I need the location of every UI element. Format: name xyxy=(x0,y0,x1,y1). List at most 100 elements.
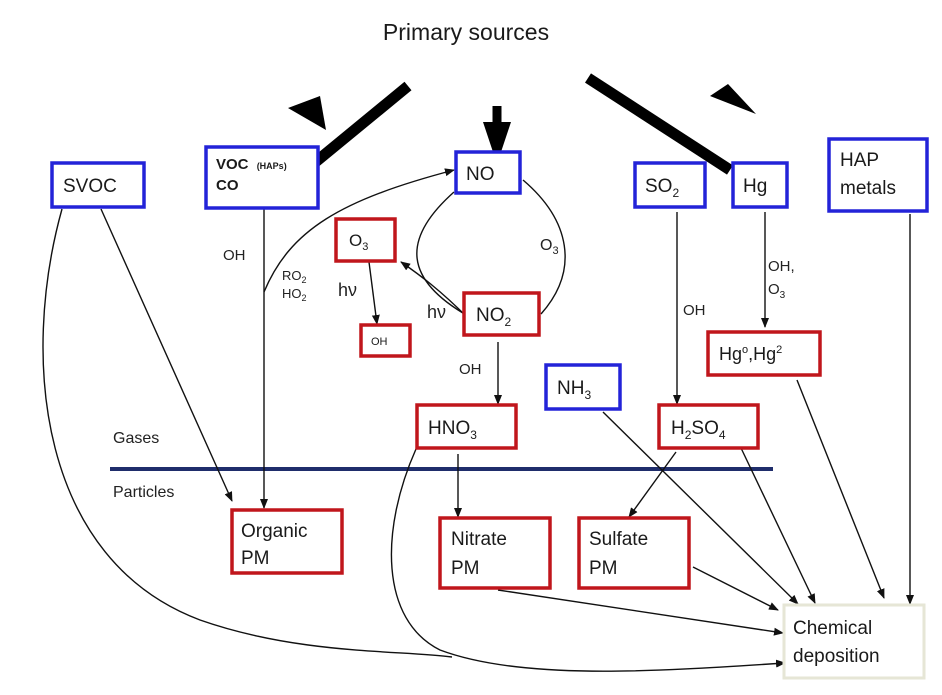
ho2-main: HO xyxy=(282,286,302,301)
label-ho2: HO2 xyxy=(282,286,307,303)
node-nh3[interactable]: NH3 xyxy=(544,363,622,411)
edge-no2-o3 xyxy=(400,261,469,319)
o3-main: O xyxy=(349,231,362,250)
ho2-sub: 2 xyxy=(302,293,307,303)
node-chemical-label: Chemical xyxy=(793,618,872,639)
node-metals-label: metals xyxy=(840,178,896,199)
node-o3[interactable]: O3 xyxy=(334,217,397,263)
nh3-main: NH xyxy=(557,378,584,399)
edge-nitratepm-deposition xyxy=(497,589,784,636)
label-hg-oh: OH, xyxy=(768,258,795,275)
node-sulfate-label: Sulfate xyxy=(589,529,648,550)
node-h2so4-label: H2SO4 xyxy=(671,418,726,442)
big-arrow-left-head xyxy=(288,96,326,130)
edge-svoc-organicpm xyxy=(100,208,233,502)
edge-no2-no-right xyxy=(522,179,566,315)
edge-hgspecies-deposition xyxy=(796,379,885,599)
label-hg-o3: O3 xyxy=(768,281,786,301)
hg-o3-main: O xyxy=(768,281,780,298)
haps-text: (HAPs) xyxy=(257,161,287,171)
big-arrow-right-head xyxy=(710,84,756,114)
node-so2-label: SO2 xyxy=(645,176,679,200)
node-oh-label: OH xyxy=(371,336,388,348)
no2-sub: 2 xyxy=(505,315,512,329)
node-deposition-label: deposition xyxy=(793,646,880,667)
hg2-sup: 2 xyxy=(776,344,782,356)
node-organic-pm-label: PM xyxy=(241,548,270,569)
node-oh[interactable]: OH xyxy=(359,323,412,358)
node-so2[interactable]: SO2 xyxy=(633,161,707,209)
node-no2[interactable]: NO2 xyxy=(462,291,541,337)
h2so4-so: SO xyxy=(691,418,718,439)
no-o3-main: O xyxy=(540,237,552,254)
node-voc-label: VOC (HAPs) xyxy=(216,156,287,173)
big-arrow-right xyxy=(585,73,733,175)
edge-nh3-deposition xyxy=(602,411,799,605)
ro2-sub: 2 xyxy=(302,275,307,285)
node-sulfate-pm-label: PM xyxy=(589,558,618,579)
big-arrow-center-head xyxy=(483,122,511,164)
edge-svoc-deposition xyxy=(42,208,453,658)
node-organic-pm[interactable]: Organic PM xyxy=(230,508,344,575)
node-hg-species[interactable]: Hgo,Hg2 xyxy=(706,330,822,377)
hg2-text: Hg xyxy=(753,344,776,364)
nh3-sub: 3 xyxy=(584,388,591,402)
hno3-main: HNO xyxy=(428,418,470,439)
label-no2-hv: hν xyxy=(427,302,446,322)
edge-hno3-deposition xyxy=(390,448,786,672)
h2so4-h: H xyxy=(671,418,685,439)
edge-no-no2-left xyxy=(416,191,469,317)
edge-sulfatepm-deposition xyxy=(692,566,779,611)
node-voc-co[interactable]: VOC (HAPs) CO xyxy=(204,145,320,210)
node-sulfate-pm[interactable]: Sulfate PM xyxy=(577,516,691,590)
label-o3-hv: hν xyxy=(338,280,357,300)
no2-main: NO xyxy=(476,305,505,326)
connectors xyxy=(42,168,914,672)
node-hg-label: Hg xyxy=(743,176,767,197)
label-voc-oh: OH xyxy=(223,247,246,264)
ro2-main: RO xyxy=(282,268,302,283)
label-no2-oh: OH xyxy=(459,361,482,378)
hg0-text: Hg xyxy=(719,344,742,364)
nodes: SVOC VOC (HAPs) CO NO O3 OH xyxy=(50,137,929,680)
node-hg-species-label: Hgo,Hg2 xyxy=(719,344,782,364)
hno3-sub: 3 xyxy=(470,428,477,442)
label-so2-oh: OH xyxy=(683,302,706,319)
node-hno3[interactable]: HNO3 xyxy=(415,403,518,450)
so2-main: SO xyxy=(645,176,672,197)
hg0-sup: o xyxy=(742,344,748,356)
node-co-label: CO xyxy=(216,177,239,194)
node-hap-metals[interactable]: HAP metals xyxy=(827,137,929,213)
node-nitrate-pm[interactable]: Nitrate PM xyxy=(438,516,552,590)
hg-o3-sub: 3 xyxy=(780,290,786,301)
node-o3-label: O3 xyxy=(349,231,368,253)
edge-h2so4-sulfatepm xyxy=(628,451,677,518)
edge-o3-oh xyxy=(368,261,380,325)
node-no[interactable]: NO xyxy=(454,150,522,195)
node-svoc[interactable]: SVOC xyxy=(50,161,146,209)
label-ro2: RO2 xyxy=(282,268,307,285)
edge-h2so4-deposition xyxy=(740,447,816,604)
edge-labels: OH RO2 HO2 O3 hν hν OH OH OH, O3 xyxy=(223,237,795,378)
no-o3-sub: 3 xyxy=(552,245,558,257)
so2-sub: 2 xyxy=(672,186,679,200)
h2so4-sub2: 2 xyxy=(685,428,692,442)
node-svoc-label: SVOC xyxy=(63,176,117,197)
node-h2so4[interactable]: H2SO4 xyxy=(657,403,760,450)
node-chemical-deposition[interactable]: Chemical deposition xyxy=(782,603,926,680)
node-no-label: NO xyxy=(466,164,495,185)
edge-voc-no xyxy=(263,168,455,293)
node-nh3-label: NH3 xyxy=(557,378,591,402)
hg-sep: , xyxy=(748,344,753,364)
node-no2-label: NO2 xyxy=(476,305,512,329)
label-no-o3: O3 xyxy=(540,237,559,257)
voc-text: VOC xyxy=(216,156,249,173)
particles-label: Particles xyxy=(113,484,174,501)
node-hg[interactable]: Hg xyxy=(731,161,789,209)
node-nitrate-pm-label: PM xyxy=(451,558,480,579)
node-nitrate-label: Nitrate xyxy=(451,529,507,550)
node-organic-label: Organic xyxy=(241,521,308,542)
node-hno3-label: HNO3 xyxy=(428,418,477,442)
diagram-title: Primary sources xyxy=(383,19,549,45)
o3-sub: 3 xyxy=(362,241,368,253)
